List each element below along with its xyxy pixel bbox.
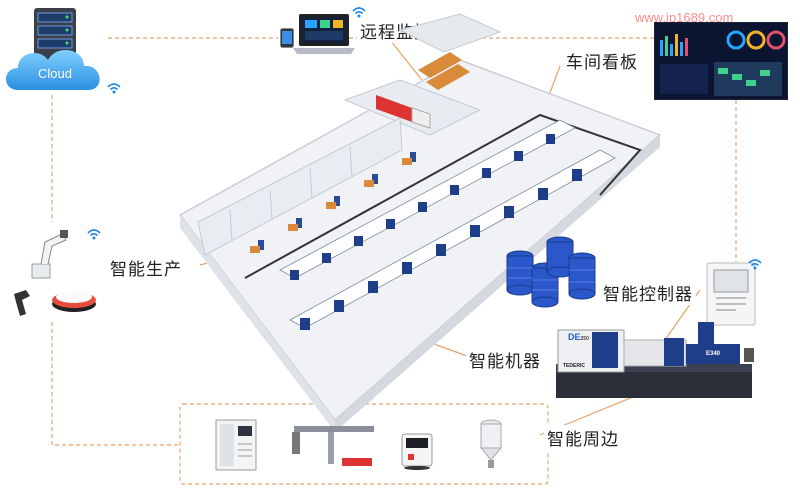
production-robots [250, 152, 416, 253]
tablet-icon [280, 28, 294, 52]
chiller-icon [214, 418, 258, 476]
machine-units [290, 134, 582, 330]
smart-peripherals-label: 智能周边 [544, 425, 622, 450]
watermark-text: www.ip1689.com [635, 10, 734, 25]
factory-wall-left [180, 215, 335, 432]
manipulator-icon [288, 418, 378, 474]
agv-icon [52, 291, 96, 312]
robot-arm-icon [31, 230, 68, 279]
warehouse-rack [418, 52, 470, 90]
server-icon [32, 6, 78, 62]
peripherals-box [179, 403, 549, 485]
smart-machine-label: 智能机器 [466, 347, 544, 372]
delivery-truck [376, 95, 431, 129]
workshop-dashboard-screen [653, 21, 789, 101]
cloud-label: Cloud [38, 66, 72, 81]
barcode-scanner-icon [14, 290, 30, 316]
injection-molding-machine [548, 318, 758, 404]
wifi-icon [351, 4, 367, 23]
controller-panel-icon [706, 262, 756, 326]
model-badge-small: 250 [580, 336, 589, 342]
wifi-icon [747, 256, 763, 275]
dryer-icon [474, 416, 508, 474]
wifi-icon [86, 226, 102, 245]
smart-production-label: 智能生产 [107, 255, 185, 280]
material-pipe [244, 113, 642, 279]
office-block [343, 79, 482, 136]
brand-label: TEDERIC [563, 363, 585, 369]
silo-icon [506, 236, 596, 308]
leader-board [547, 65, 561, 99]
model-badge: DE250 [568, 332, 589, 342]
connector-left-bottom [51, 322, 180, 446]
production-devices [0, 224, 108, 322]
temperature-controller-icon [400, 432, 434, 474]
smart-controller-label: 智能控制器 [600, 280, 696, 305]
model-badge-text: DE [568, 332, 581, 342]
side-badge: E340 [706, 351, 721, 357]
factory-wall-right [335, 135, 660, 432]
cloud-icon [0, 38, 110, 96]
workshop-board-label: 车间看板 [563, 48, 641, 73]
wifi-icon [106, 80, 122, 99]
laptop-icon [293, 12, 355, 60]
